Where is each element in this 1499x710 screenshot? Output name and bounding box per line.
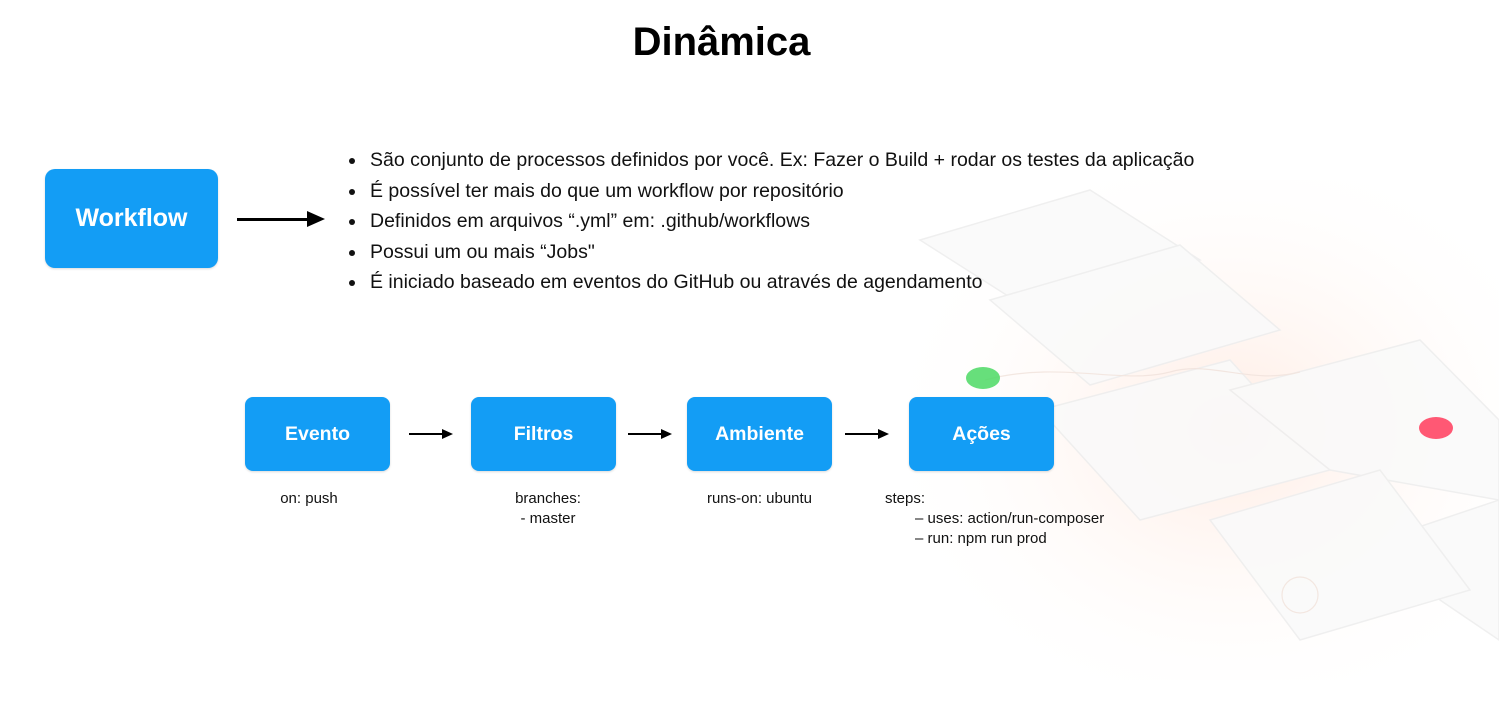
filtros-box: Filtros (471, 397, 616, 471)
note-line: - master (520, 510, 576, 527)
bullet-item: É possível ter mais do que um workflow p… (348, 176, 1194, 207)
note-line: runs-on: ubuntu (706, 490, 813, 507)
green-status-icon (966, 367, 1000, 389)
note-line: on: push (280, 490, 338, 507)
bullet-item: Possui um ou mais “Jobs" (348, 237, 1194, 268)
filtros-note: branches: - master (478, 489, 618, 529)
acoes-box: Ações (909, 397, 1054, 471)
ambiente-note: runs-on: ubuntu (687, 489, 832, 509)
note-line: – run: npm run prod (915, 530, 1047, 547)
bullet-item: É iniciado baseado em eventos do GitHub … (348, 267, 1194, 298)
ambiente-box: Ambiente (687, 397, 832, 471)
red-status-icon (1419, 417, 1453, 439)
note-line: steps: (885, 490, 926, 507)
note-line: – uses: action/run-composer (915, 510, 1105, 527)
acoes-note: steps: – uses: action/run-composer – run… (885, 489, 1104, 549)
evento-box: Evento (245, 397, 390, 471)
note-line: branches: (515, 490, 581, 507)
workflow-box: Workflow (45, 169, 218, 268)
workflow-bullet-list: São conjunto de processos definidos por … (348, 145, 1194, 298)
bullet-item: Definidos em arquivos “.yml” em: .github… (348, 206, 1194, 237)
bullet-item: São conjunto de processos definidos por … (348, 145, 1194, 176)
page-title: Dinâmica (632, 20, 811, 64)
evento-note: on: push (245, 489, 373, 509)
